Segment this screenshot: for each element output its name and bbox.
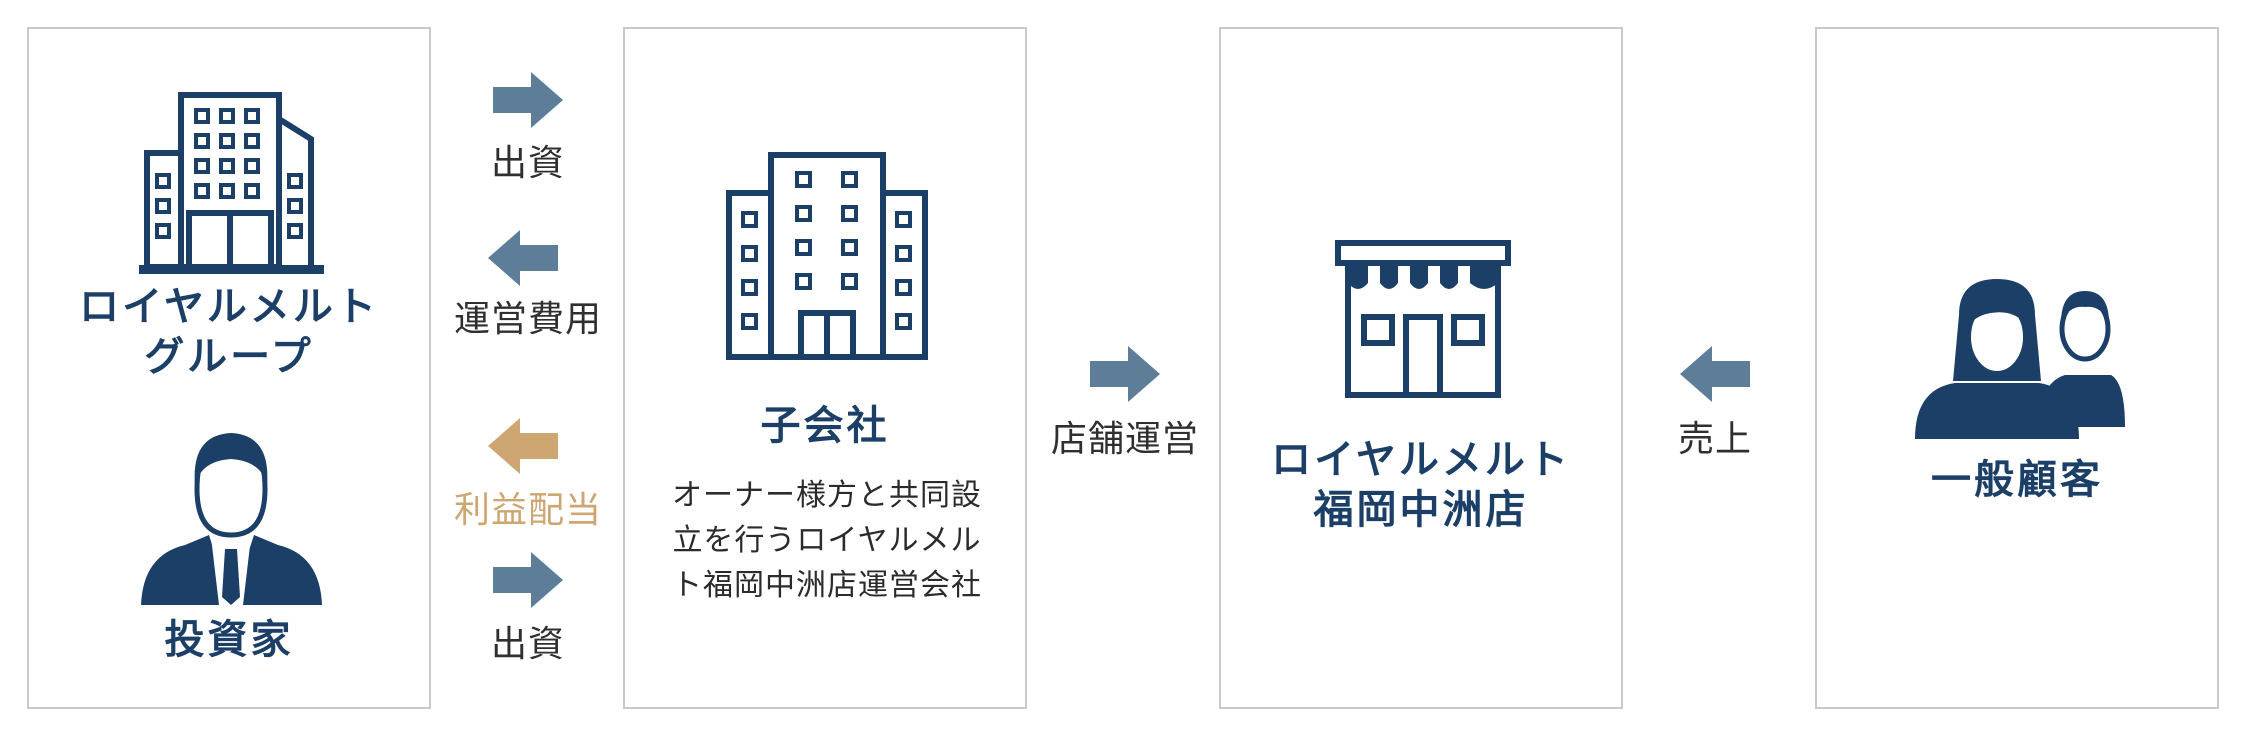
arrow-left-icon [488, 230, 558, 286]
office-building-icon [139, 89, 324, 274]
arrow-right-icon [493, 552, 563, 608]
customers-title: 一般顧客 [1931, 457, 2103, 503]
store-title: ロイヤルメルト 福岡中洲店 [1221, 435, 1621, 535]
subsidiary-description-line: ト福岡中洲店運営会社 [672, 568, 982, 603]
flow-operating-cost: 運営費用 [453, 299, 602, 340]
flow-sales: 売上 [1677, 419, 1752, 460]
office-building-icon [721, 149, 933, 361]
subsidiary-title: 子会社 [760, 403, 890, 449]
businessman-icon [139, 427, 324, 607]
investor-label: 投資家 [164, 617, 294, 663]
flow-store-operation: 店舗運営 [1050, 419, 1199, 460]
storefront-icon [1334, 239, 1512, 399]
customers-icon [1915, 279, 2125, 439]
arrow-right-icon [1090, 346, 1160, 402]
flow-invest-top: 出資 [490, 143, 565, 184]
subsidiary-description-line: 立を行うロイヤルメル [672, 523, 982, 558]
arrow-right-icon [493, 72, 563, 128]
royalmelt-group-title-line2: グループ [144, 334, 314, 380]
flow-profit-dividend: 利益配当 [453, 490, 602, 531]
subsidiary-box: 子会社 オーナー様方と共同設 立を行うロイヤルメル ト福岡中洲店運営会社 [623, 27, 1027, 709]
flow-invest-bottom: 出資 [490, 624, 565, 665]
subsidiary-description: オーナー様方と共同設 立を行うロイヤルメル ト福岡中洲店運営会社 [655, 473, 999, 608]
customers-box: 一般顧客 [1815, 27, 2219, 709]
subsidiary-description-line: オーナー様方と共同設 [672, 478, 982, 513]
royalmelt-group-title-line1: ロイヤルメルト [79, 284, 379, 330]
arrow-left-gold-icon [488, 418, 558, 474]
store-box: ロイヤルメルト 福岡中洲店 [1219, 27, 1623, 709]
store-title-line1: ロイヤルメルト [1271, 437, 1571, 483]
store-title-line2: 福岡中洲店 [1313, 487, 1529, 533]
arrow-left-icon [1680, 346, 1750, 402]
royalmelt-group-box: ロイヤルメルト グループ 投資家 [27, 27, 431, 709]
royalmelt-group-title: ロイヤルメルト グループ [29, 282, 429, 382]
